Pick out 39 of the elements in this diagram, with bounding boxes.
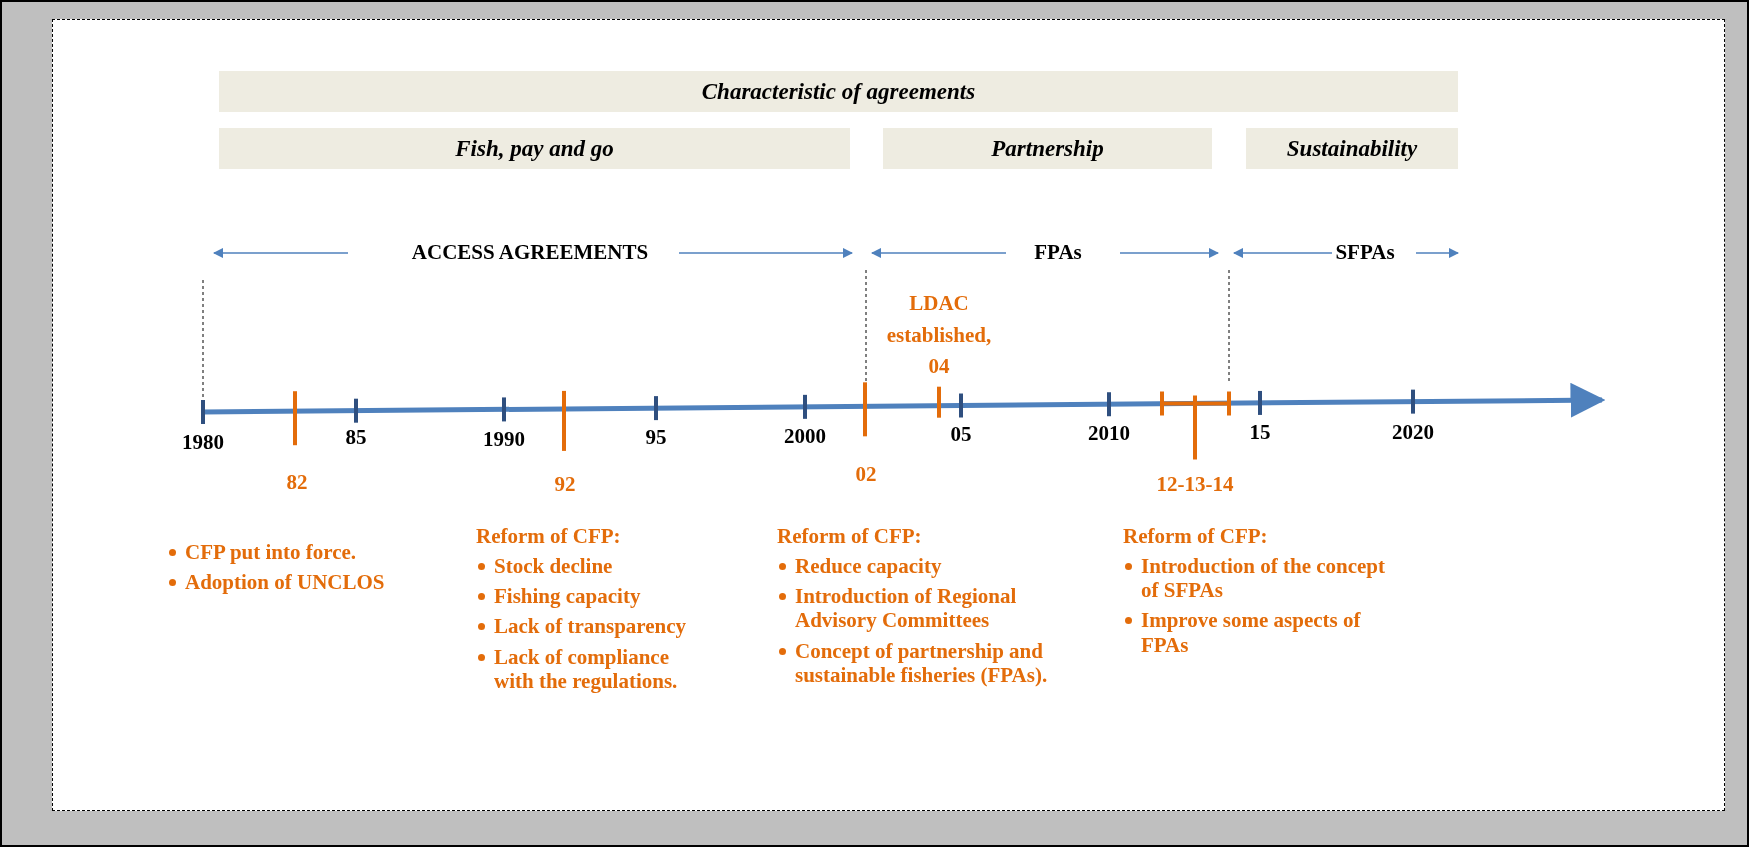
event-year: 82: [286, 470, 308, 495]
event-year: 12-13-14: [1156, 472, 1234, 497]
bullet-item: Lack of transparency: [494, 614, 687, 639]
bullet-item: CFP put into force.: [185, 540, 357, 565]
bullet-item: Concept of partnership and sustainable fisheries (FPAs).: [795, 638, 1049, 687]
band-title: Sustainability: [1286, 135, 1418, 162]
period-band: [883, 128, 1212, 169]
year-label: 95: [645, 425, 667, 450]
bullet-item: Improve some aspects of FPAs: [1141, 608, 1362, 657]
section-heading: Reform of CFP:: [777, 524, 923, 549]
event-label: LDAC established, 04: [885, 290, 993, 380]
section-heading: Reform of CFP:: [476, 524, 622, 549]
bullet-item: Stock decline: [494, 554, 613, 579]
year-label: 1990: [483, 427, 525, 452]
bullet-item: Reduce capacity: [795, 554, 942, 579]
period-label: FPAs: [1034, 240, 1082, 265]
event-year: 02: [855, 462, 877, 487]
year-label: 2020: [1392, 420, 1434, 445]
band-title: Characteristic of agreements: [701, 78, 976, 105]
year-label: 1980: [182, 430, 224, 455]
year-label: 15: [1249, 420, 1271, 445]
bullet-item: Lack of compliance with the regulations.: [494, 644, 679, 693]
year-label: 85: [345, 425, 367, 450]
event-year: 92: [554, 472, 576, 497]
section-heading: Reform of CFP:: [1123, 524, 1269, 549]
band-title: Partnership: [991, 135, 1104, 162]
year-label: 05: [950, 422, 972, 447]
period-label: ACCESS AGREEMENTS: [411, 240, 649, 265]
band-title: Fish, pay and go: [455, 135, 614, 162]
bullet-item: Fishing capacity: [494, 584, 641, 609]
year-label: 2010: [1088, 421, 1130, 446]
period-band: [1246, 128, 1458, 169]
year-label: 2000: [784, 424, 826, 449]
period-band: [219, 71, 1458, 112]
period-band: [219, 128, 850, 169]
bullet-item: Adoption of UNCLOS: [185, 570, 385, 595]
bullet-item: Introduction of Regional Advisory Committees: [795, 584, 1018, 633]
bullet-item: Introduction of the concept of SFPAs: [1141, 554, 1387, 603]
period-label: SFPAs: [1335, 240, 1395, 265]
